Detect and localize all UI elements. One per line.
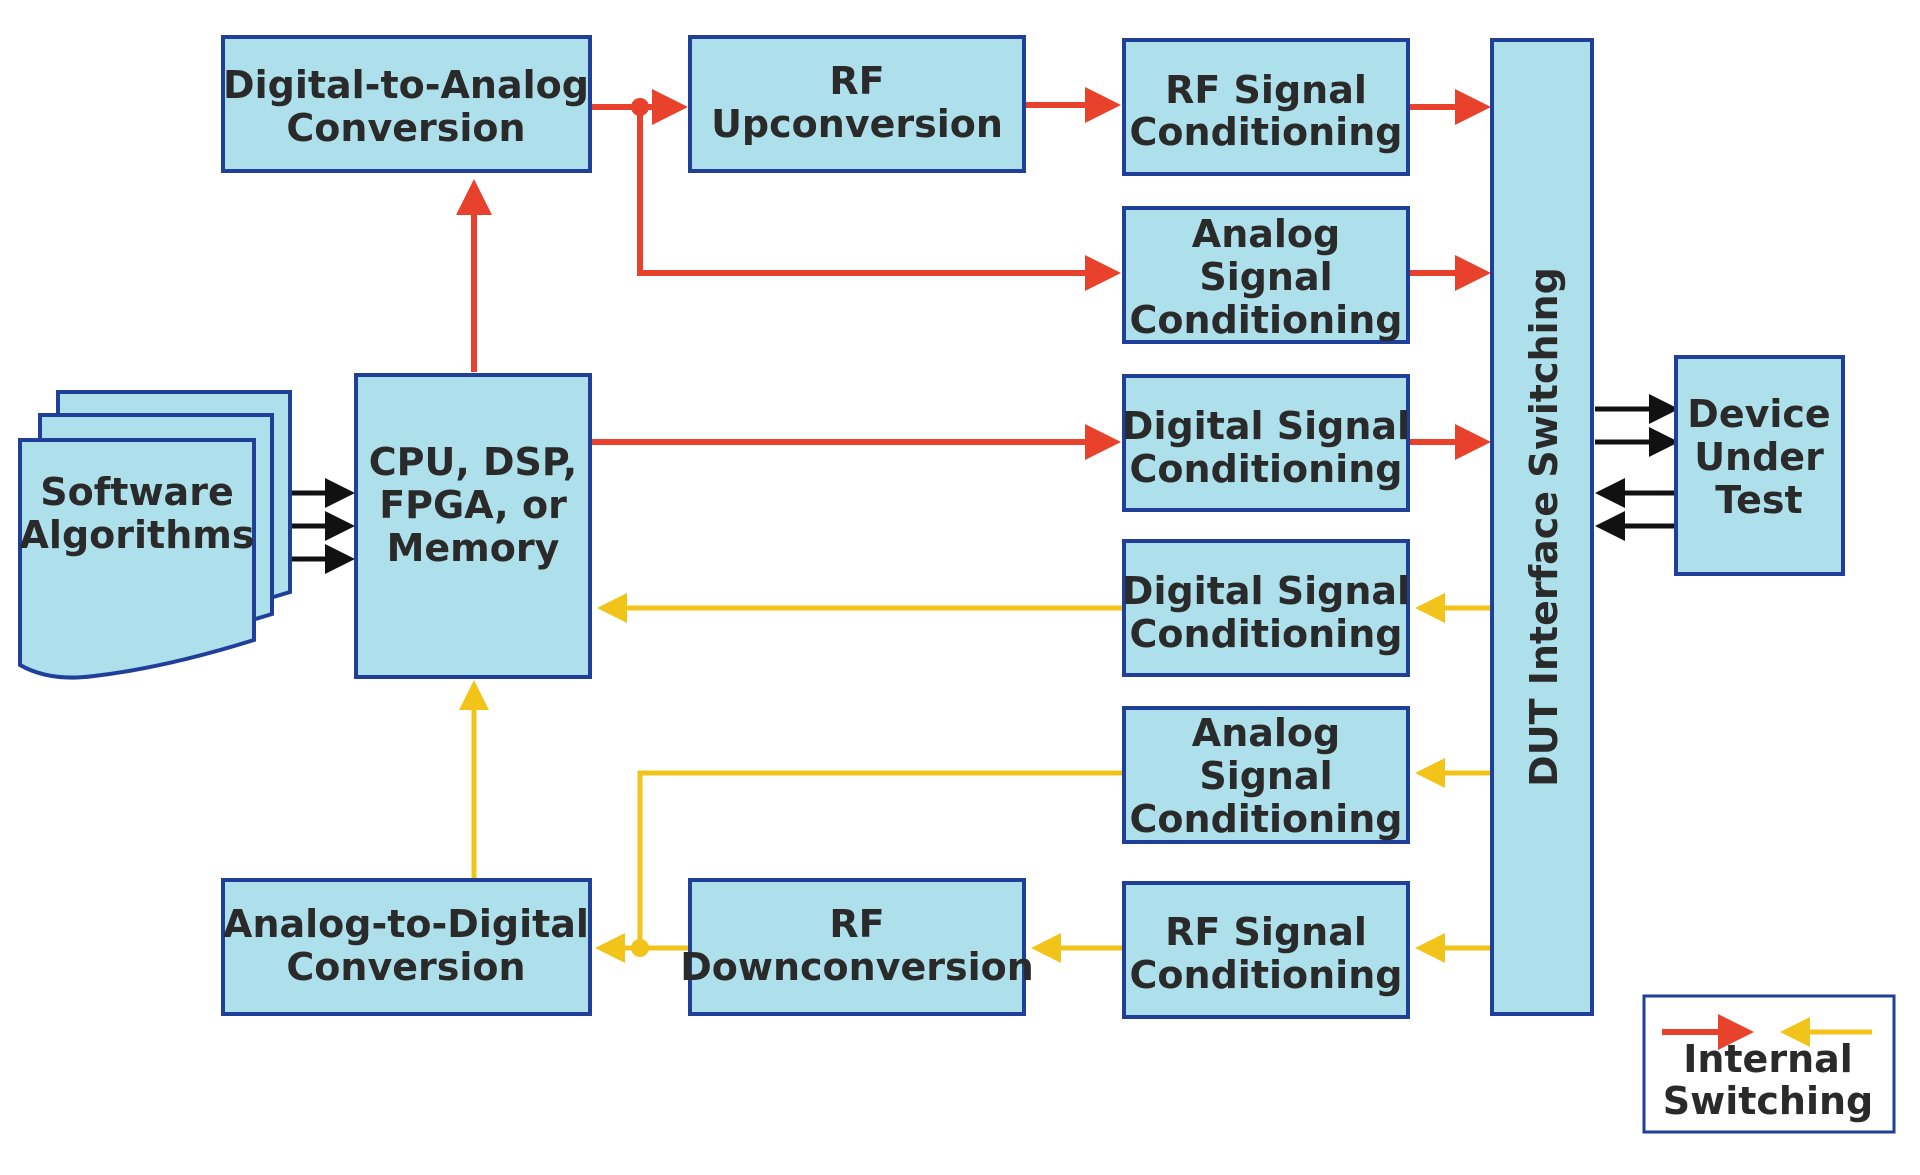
- digital-signal-conditioning-in-block: Digital Signal Conditioning: [1122, 539, 1410, 677]
- adc-junction-dot: [631, 939, 649, 957]
- rf-sc-in-label-line-1: RF Signal: [1165, 910, 1367, 954]
- analog-sc-out-label-line-3: Conditioning: [1130, 298, 1403, 342]
- software-algorithms-block: Software Algorithms: [18, 390, 292, 680]
- software-label-line-2: Algorithms: [20, 513, 255, 557]
- cpu-label-line-2: FPGA, or: [379, 483, 567, 527]
- digital-sc-in-label-line-1: Digital Signal: [1122, 569, 1410, 613]
- rf-signal-conditioning-in-block: RF Signal Conditioning: [1122, 881, 1410, 1019]
- cpu-label-line-3: Memory: [387, 526, 560, 570]
- software-page-front: [18, 438, 256, 680]
- rf-signal-conditioning-out-block: RF Signal Conditioning: [1122, 38, 1410, 176]
- dut-interface-switching-block: DUT Interface Switching: [1490, 38, 1594, 1016]
- adc-label-line-2: Conversion: [286, 945, 525, 989]
- legend-label-line-1: Internal: [1683, 1037, 1853, 1081]
- rf-sc-in-label-line-2: Conditioning: [1130, 953, 1403, 997]
- rf-downconversion-block: RF Downconversion: [680, 878, 1034, 1016]
- analog-signal-conditioning-in-block: Analog Signal Conditioning: [1122, 706, 1410, 844]
- rf-down-label-line-2: Downconversion: [680, 945, 1034, 989]
- cpu-dsp-fpga-memory-block: CPU, DSP, FPGA, or Memory: [354, 373, 592, 679]
- inbound-connectors: [459, 593, 1492, 963]
- dut-label-line-3: Test: [1715, 478, 1802, 522]
- legend-frame: [1642, 994, 1896, 1134]
- rf-upconversion-block: RF Upconversion: [688, 35, 1026, 173]
- adc-block: Analog-to-Digital Conversion: [221, 878, 592, 1016]
- cpu-label-line-1: CPU, DSP,: [369, 440, 577, 484]
- analog-sc-out-label-line-2: Signal: [1199, 255, 1332, 299]
- dut-label-line-2: Under: [1694, 435, 1824, 479]
- dac-block: Digital-to-Analog Conversion: [221, 35, 592, 173]
- analog-signal-conditioning-out-block: Analog Signal Conditioning: [1122, 206, 1410, 344]
- dut-label-line-1: Device: [1687, 392, 1830, 436]
- rf-up-label-line-2: Upconversion: [711, 102, 1003, 146]
- dac-label-line-1: Digital-to-Analog: [223, 63, 589, 107]
- analog-sc-in-label-line-3: Conditioning: [1130, 797, 1403, 841]
- rf-sc-out-label-line-1: RF Signal: [1165, 68, 1367, 112]
- rf-down-label-line-1: RF: [829, 902, 884, 946]
- rf-sc-out-label-line-2: Conditioning: [1130, 110, 1403, 154]
- dac-to-analog-sc-arrow: [637, 107, 1121, 291]
- digital-sc-in-label-line-2: Conditioning: [1130, 612, 1403, 656]
- dut-switching-label: DUT Interface Switching: [1522, 267, 1566, 787]
- legend-label-line-2: Switching: [1663, 1079, 1874, 1123]
- dac-label-line-2: Conversion: [286, 106, 525, 150]
- adc-label-line-1: Analog-to-Digital: [223, 902, 589, 946]
- analog-sc-in-label-line-2: Signal: [1199, 754, 1332, 798]
- analog-sc-in-label-line-1: Analog: [1192, 711, 1340, 755]
- analog-sc-to-adc-line: [637, 770, 1122, 948]
- digital-sc-out-label-line-2: Conditioning: [1130, 447, 1403, 491]
- outbound-connectors: [456, 87, 1491, 460]
- analog-sc-out-label-line-1: Analog: [1192, 212, 1340, 256]
- device-under-test-block: Device Under Test: [1674, 355, 1845, 576]
- digital-signal-conditioning-out-block: Digital Signal Conditioning: [1122, 374, 1410, 512]
- legend: Internal Switching: [1642, 994, 1896, 1134]
- software-label-line-1: Software: [40, 470, 233, 514]
- rf-up-label-line-1: RF: [829, 59, 884, 103]
- digital-sc-out-label-line-1: Digital Signal: [1122, 404, 1410, 448]
